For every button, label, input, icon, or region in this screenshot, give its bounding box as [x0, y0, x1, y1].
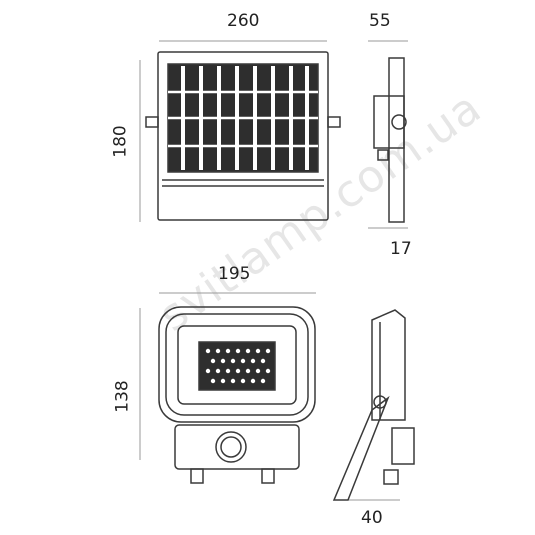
lamp-side-body — [371, 309, 406, 421]
solar-panel-side — [373, 57, 407, 223]
side-body — [388, 57, 405, 223]
left-knob — [145, 116, 159, 128]
dim-lamp-height: 138 — [112, 380, 133, 413]
motion-sensor — [215, 431, 247, 463]
side-bracket — [373, 95, 405, 149]
sensor-side — [391, 427, 415, 465]
dim-panel-height: 180 — [110, 125, 131, 158]
right-knob — [327, 116, 341, 128]
dim-lamp-width: 195 — [218, 264, 251, 284]
lamp-lens — [177, 325, 297, 405]
cable-gland-left — [190, 468, 204, 484]
dim-panel-depth: 55 — [369, 11, 391, 31]
floodlight-front — [158, 306, 316, 484]
sensor-housing — [174, 424, 300, 470]
side-screw — [391, 114, 407, 130]
floodlight-side — [332, 309, 415, 501]
cable-gland-right — [261, 468, 275, 484]
lamp-frame-outer — [158, 306, 316, 423]
solar-panel-front — [145, 51, 341, 221]
panel-frame — [157, 51, 329, 221]
dim-panel-width: 260 — [227, 11, 260, 31]
dim-lamp-depth: 40 — [361, 508, 383, 528]
lamp-bracket — [332, 395, 390, 501]
dim-bracket-offset: 17 — [390, 239, 412, 259]
